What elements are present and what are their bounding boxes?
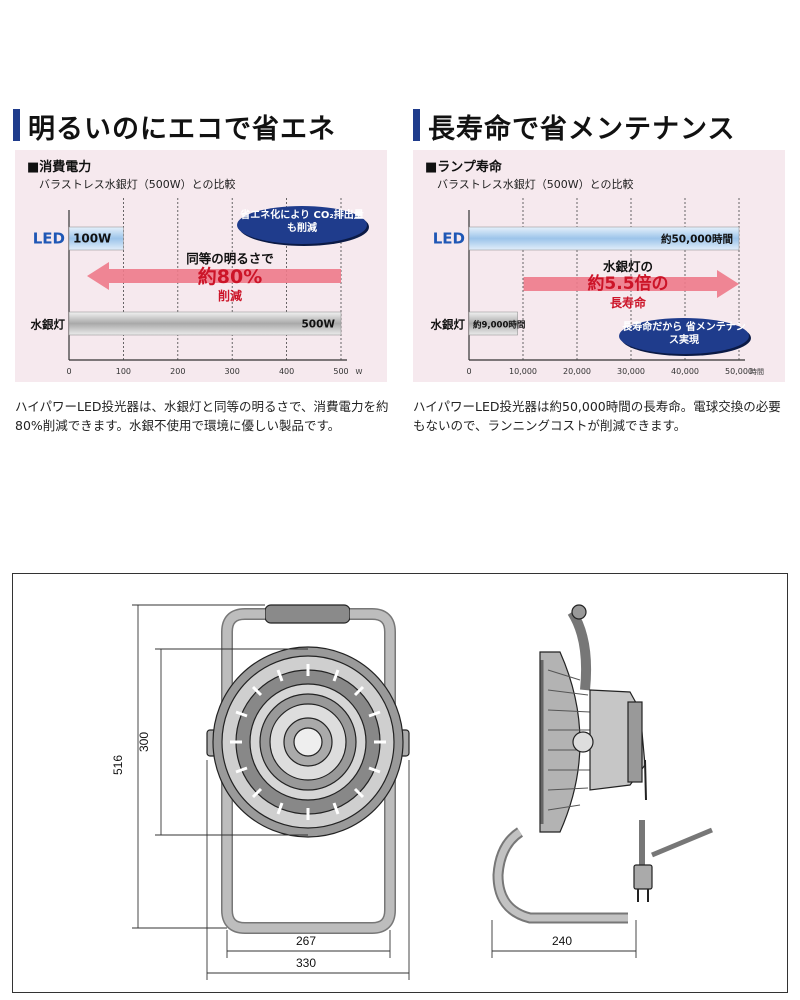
dim-height-lamp: 300: [137, 731, 152, 753]
tick-label: 30,000: [617, 367, 645, 376]
x-unit: 時間: [750, 368, 764, 376]
dim-depth: 240: [552, 934, 573, 948]
chart-subtitle: バラストレス水銀灯（500W）との比較: [39, 178, 236, 191]
caption-right: ハイパワーLED投光器は約50,000時間の長寿命。電球交換の必要もないので、ラ…: [413, 399, 781, 433]
chart-heading: ■ランプ寿命: [425, 160, 502, 175]
section-title-right: 長寿命で省メンテナンス: [428, 114, 736, 145]
lifespan-arrow: [523, 270, 739, 298]
tick-label: 100: [116, 367, 131, 376]
reduction-arrow: [87, 262, 341, 290]
x-unit: W: [356, 368, 363, 376]
chart-panel-life: ■ランプ寿命 バラストレス水銀灯（500W）との比較 0 10,000 20,000…: [413, 150, 785, 382]
category-label: 水銀灯: [431, 318, 466, 332]
bar-value-label: 100W: [73, 232, 111, 246]
dimension-lines: [132, 604, 637, 980]
drawing-frame: [12, 573, 788, 993]
side-view: [492, 604, 713, 924]
reduction-text-3: 削減: [217, 289, 242, 303]
category-label: LED: [433, 230, 465, 248]
dim-width-inner: 267: [296, 934, 317, 948]
tick-label: 40,000: [671, 367, 699, 376]
bar-value-label: 約50,000時間: [661, 233, 733, 246]
dim-width-outer: 330: [296, 956, 317, 970]
tick-label: 200: [170, 367, 185, 376]
bar-mercury: [68, 311, 342, 336]
tick-label: 50,000: [725, 367, 753, 376]
lifespan-text-2: 約5.5倍の: [587, 274, 669, 294]
eco-bubble: 省エネ化により CO₂排出量も削減: [237, 206, 367, 244]
section-marker-left: [13, 109, 20, 141]
chart-panel-power: ■消費電力 バラストレス水銀灯（500W）との比較 0 100 200 300 400 5…: [15, 150, 387, 382]
lifespan-text: 水銀灯の 約5.5倍の 長寿命: [563, 256, 693, 311]
dim-height-total: 516: [111, 754, 126, 776]
front-view: [206, 604, 410, 934]
tick-label: 400: [279, 367, 294, 376]
tick-label: 500: [333, 367, 348, 376]
category-label: LED: [33, 230, 65, 248]
life-chart: 0 10,000 20,000 30,000 40,000 50,000時間 約50,000…: [431, 198, 764, 376]
reduction-text-1: 同等の明るさで: [186, 251, 274, 266]
lifespan-text-1: 水銀灯の: [602, 259, 653, 274]
bar-value-label: 500W: [302, 319, 336, 331]
reduction-text: 同等の明るさで 約80% 削減: [165, 248, 295, 304]
chart-subtitle: バラストレス水銀灯（500W）との比較: [437, 178, 634, 191]
tick-label: 0: [66, 367, 71, 376]
tick-label: 0: [466, 367, 471, 376]
section-marker-right: [413, 109, 420, 141]
maintenance-bubble: 長寿命だから 省メンテナンス実現: [619, 318, 749, 354]
tick-label: 300: [225, 367, 240, 376]
bar-led: [468, 226, 740, 251]
category-label: 水銀灯: [31, 318, 66, 332]
reduction-text-2: 約80%: [197, 266, 263, 288]
section-title-left: 明るいのにエコで省エネ: [28, 114, 336, 145]
tick-label: 20,000: [563, 367, 591, 376]
bar-mercury: [468, 311, 518, 336]
chart-heading: ■消費電力: [27, 160, 92, 175]
bar-led: [68, 226, 124, 251]
bar-value-label: 約9,000時間: [473, 320, 525, 331]
lifespan-text-3: 長寿命: [609, 296, 646, 310]
caption-left: ハイパワーLED投光器は、水銀灯と同等の明るさで、消費電力を約80%削減できます…: [15, 399, 389, 433]
tick-label: 10,000: [509, 367, 537, 376]
